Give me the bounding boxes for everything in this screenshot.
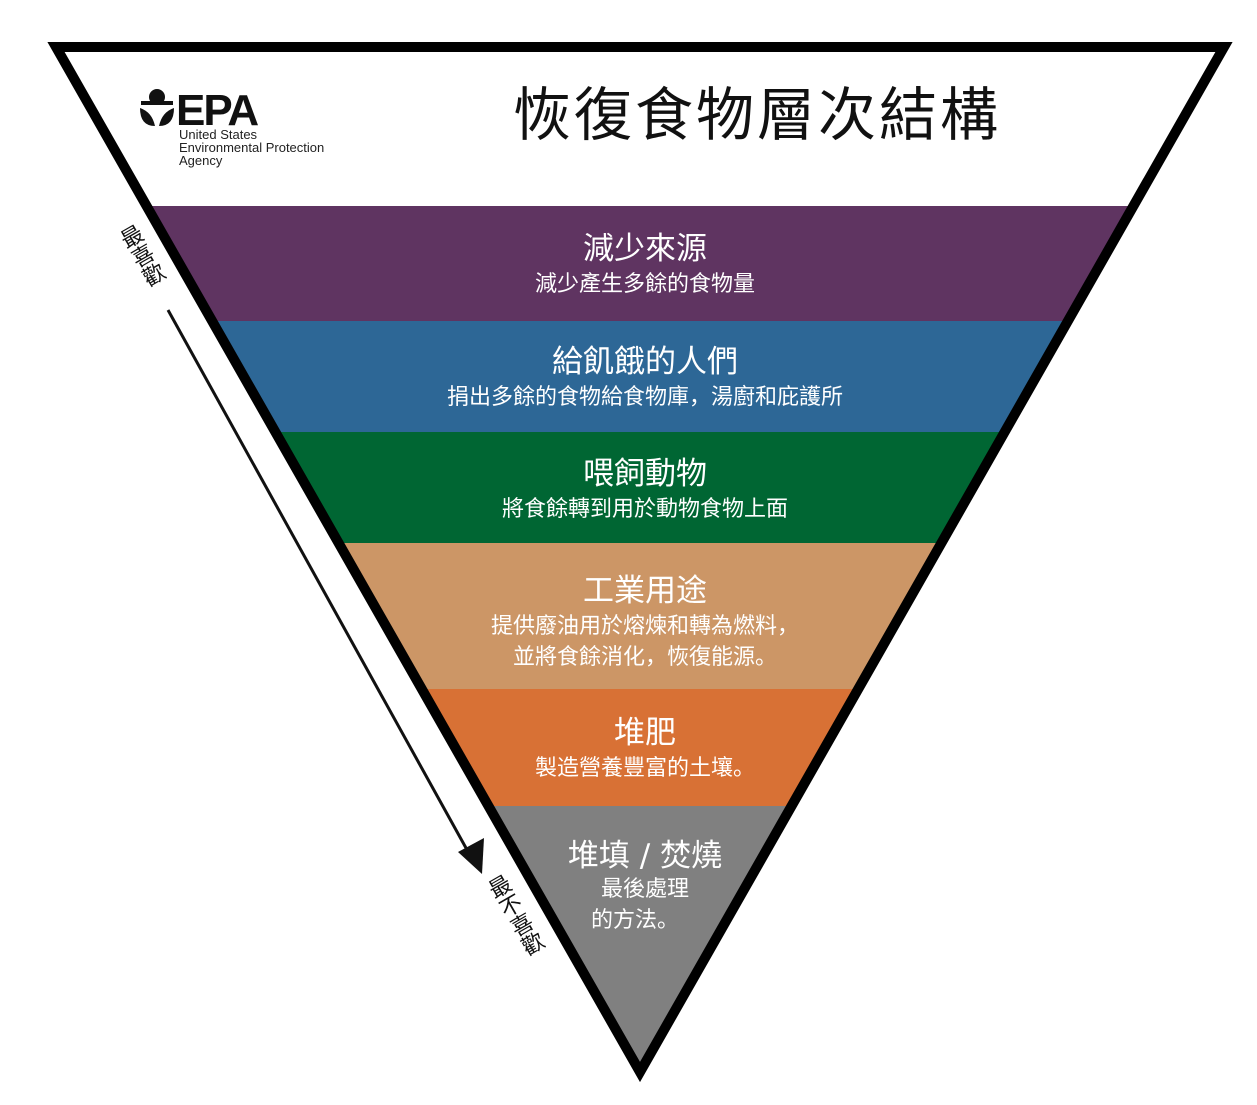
tier-description: 製造營養豐富的土壤。 (535, 756, 755, 781)
epa-wordmark: EPA (176, 86, 258, 135)
tier-description: 將食餘轉到用於動物食物上面 (502, 497, 788, 522)
logo-line-1: United States (179, 127, 258, 142)
pyramid-outline (47, 42, 1233, 1083)
epa-flower-icon (140, 89, 174, 126)
tier-description: 捐出多餘的食物給食物庫，湯廚和庇護所 (447, 385, 843, 410)
page-title: 恢復食物層次結構 (513, 81, 1001, 149)
tier-band-source-reduction (61, 206, 1219, 321)
tier-description: 減少產生多餘的食物量 (535, 272, 755, 297)
epa-logo: EPA United States Environmental Protecti… (140, 86, 324, 168)
tier-heading: 堆填 / 焚燒 (568, 838, 722, 874)
tier-heading: 堆肥 (614, 715, 676, 751)
tier-description: 最後處理 (601, 877, 689, 902)
tier-description: 提供廢油用於熔煉和轉為燃料， (491, 614, 799, 639)
arrow-head-icon (458, 838, 484, 874)
logo-line-3: Agency (179, 153, 223, 168)
tier-description: 的方法。 (591, 908, 679, 933)
preference-arrow-line (166, 309, 468, 849)
tier-description: 並將食餘消化，恢復能源。 (513, 645, 777, 670)
tier-heading: 給飢餓的人們 (552, 344, 738, 380)
logo-line-2: Environmental Protection (179, 140, 324, 155)
tier-heading: 減少來源 (583, 231, 707, 267)
tier-heading: 工業用途 (583, 573, 707, 609)
tier-heading: 喂飼動物 (583, 456, 707, 492)
